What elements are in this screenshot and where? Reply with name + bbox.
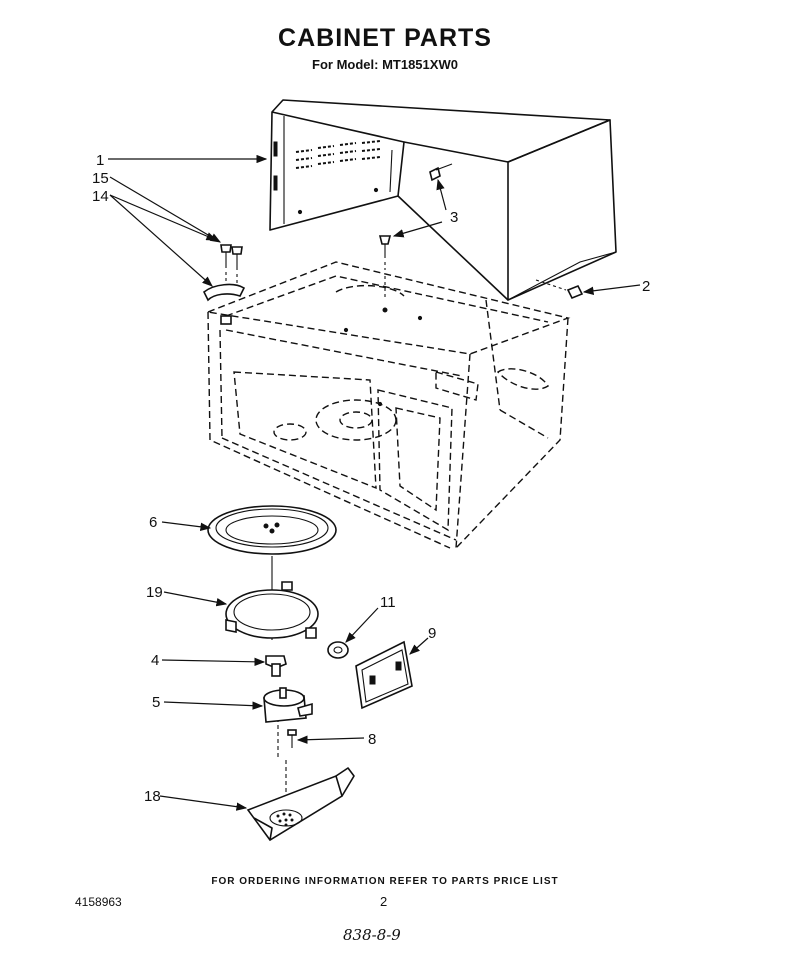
leader-lines <box>108 154 641 811</box>
turntable-motor <box>263 687 313 723</box>
callout-11: 11 <box>380 594 396 611</box>
cover-plate <box>355 640 413 710</box>
screw-2 <box>535 279 584 300</box>
base-tray <box>246 767 355 842</box>
base-tray-perforations <box>276 812 294 827</box>
handwritten-annotation: 838-8-9 <box>343 926 401 944</box>
foot-bumper <box>327 641 349 659</box>
callout-2: 2 <box>642 278 650 295</box>
callout-4: 4 <box>151 652 159 669</box>
callout-18: 18 <box>144 788 161 805</box>
callout-14: 14 <box>92 188 109 205</box>
coupler <box>265 655 287 677</box>
callout-3: 3 <box>450 209 458 226</box>
callout-15: 15 <box>92 170 109 187</box>
roller-ring <box>225 581 319 639</box>
cabinet-vents <box>295 140 381 169</box>
document-number: 4158963 <box>75 895 122 909</box>
page-title: CABINET PARTS <box>278 24 492 52</box>
ordering-note: FOR ORDERING INFORMATION REFER TO PARTS … <box>211 876 559 887</box>
callout-9: 9 <box>428 625 436 642</box>
callout-6: 6 <box>149 514 157 531</box>
page-number: 2 <box>380 894 388 909</box>
glass-tray <box>207 505 337 555</box>
callout-labels: 1 15 14 3 2 6 19 11 4 9 5 8 18 <box>92 152 650 805</box>
oven-cavity-outline <box>205 261 571 549</box>
screw-8 <box>287 729 297 748</box>
model-subtitle: For Model: MT1851XW0 <box>312 57 458 72</box>
callout-19: 19 <box>146 584 163 601</box>
cabinet-wrapper <box>269 99 617 301</box>
callout-1: 1 <box>96 152 104 169</box>
screws-15 <box>220 244 243 292</box>
screw-3-upper <box>429 163 453 182</box>
bracket-14 <box>202 283 246 302</box>
callout-5: 5 <box>152 694 160 711</box>
callout-8: 8 <box>368 731 376 748</box>
